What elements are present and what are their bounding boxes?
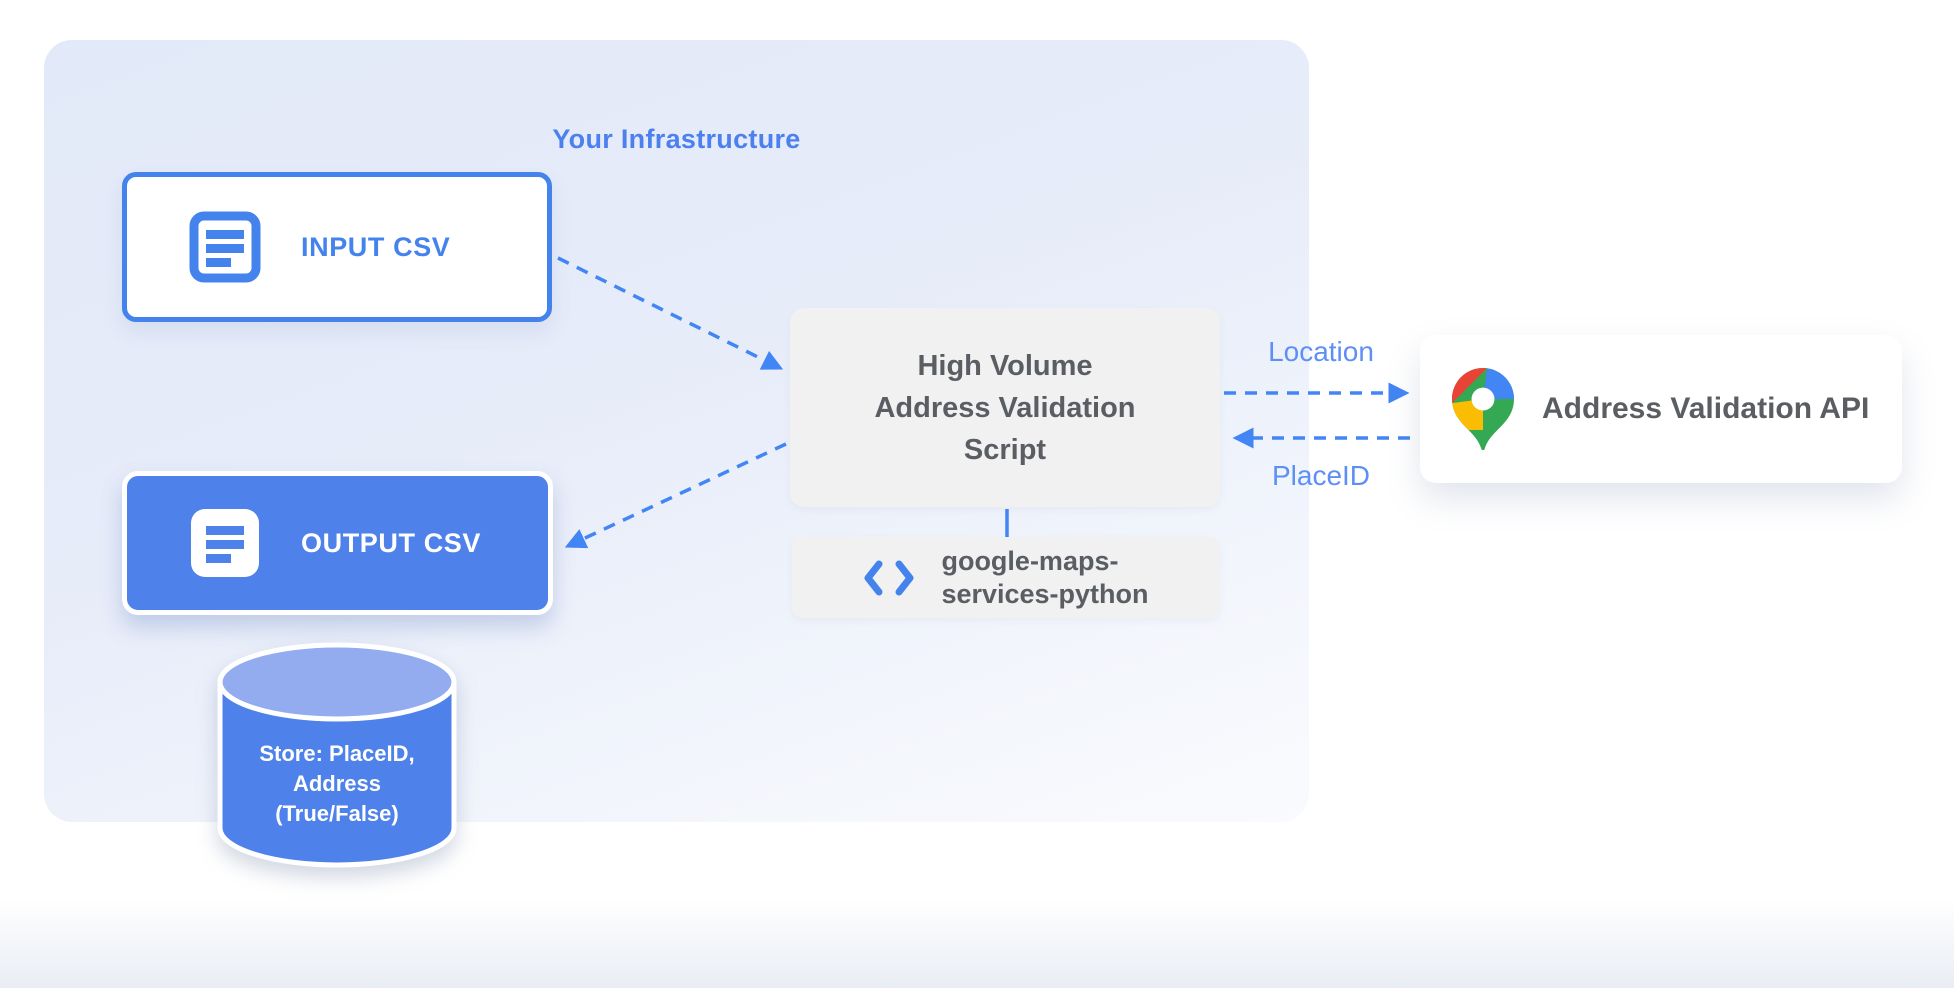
google-maps-pin-icon xyxy=(1452,367,1514,451)
input-csv-label: INPUT CSV xyxy=(301,231,451,262)
script-label-line1: High Volume xyxy=(917,349,1093,382)
datastore-label-line2: Address xyxy=(292,771,382,796)
code-icon xyxy=(863,559,915,597)
datastore-label-line1: Store: PlaceID, xyxy=(259,741,415,766)
page-bottom-gradient xyxy=(0,898,1954,988)
output-csv-label: OUTPUT CSV xyxy=(301,527,482,558)
library-label-line2: services-python xyxy=(941,578,1149,609)
script-node: High Volume Address Validation Script xyxy=(790,308,1220,507)
document-icon xyxy=(189,211,261,283)
infrastructure-title: Your Infrastructure xyxy=(552,124,801,154)
output-csv-node: OUTPUT CSV xyxy=(122,471,553,615)
datastore-label-line3: (True/False) xyxy=(275,801,399,826)
library-label-line1: google-maps- xyxy=(941,545,1119,576)
script-label-line3: Script xyxy=(963,433,1047,466)
edge-label-location: Location xyxy=(1268,336,1374,367)
script-label-line2: Address Validation xyxy=(874,391,1136,424)
document-icon xyxy=(189,507,261,579)
api-node: Address Validation API xyxy=(1420,335,1902,483)
input-csv-node: INPUT CSV xyxy=(122,172,552,322)
edge-label-placeid: PlaceID xyxy=(1271,460,1371,491)
datastore-node: Store: PlaceID, Address (True/False) xyxy=(208,633,466,881)
api-label: Address Validation API xyxy=(1542,392,1870,425)
database-cylinder-icon xyxy=(217,642,457,868)
library-node: google-maps- services-python xyxy=(792,537,1220,618)
